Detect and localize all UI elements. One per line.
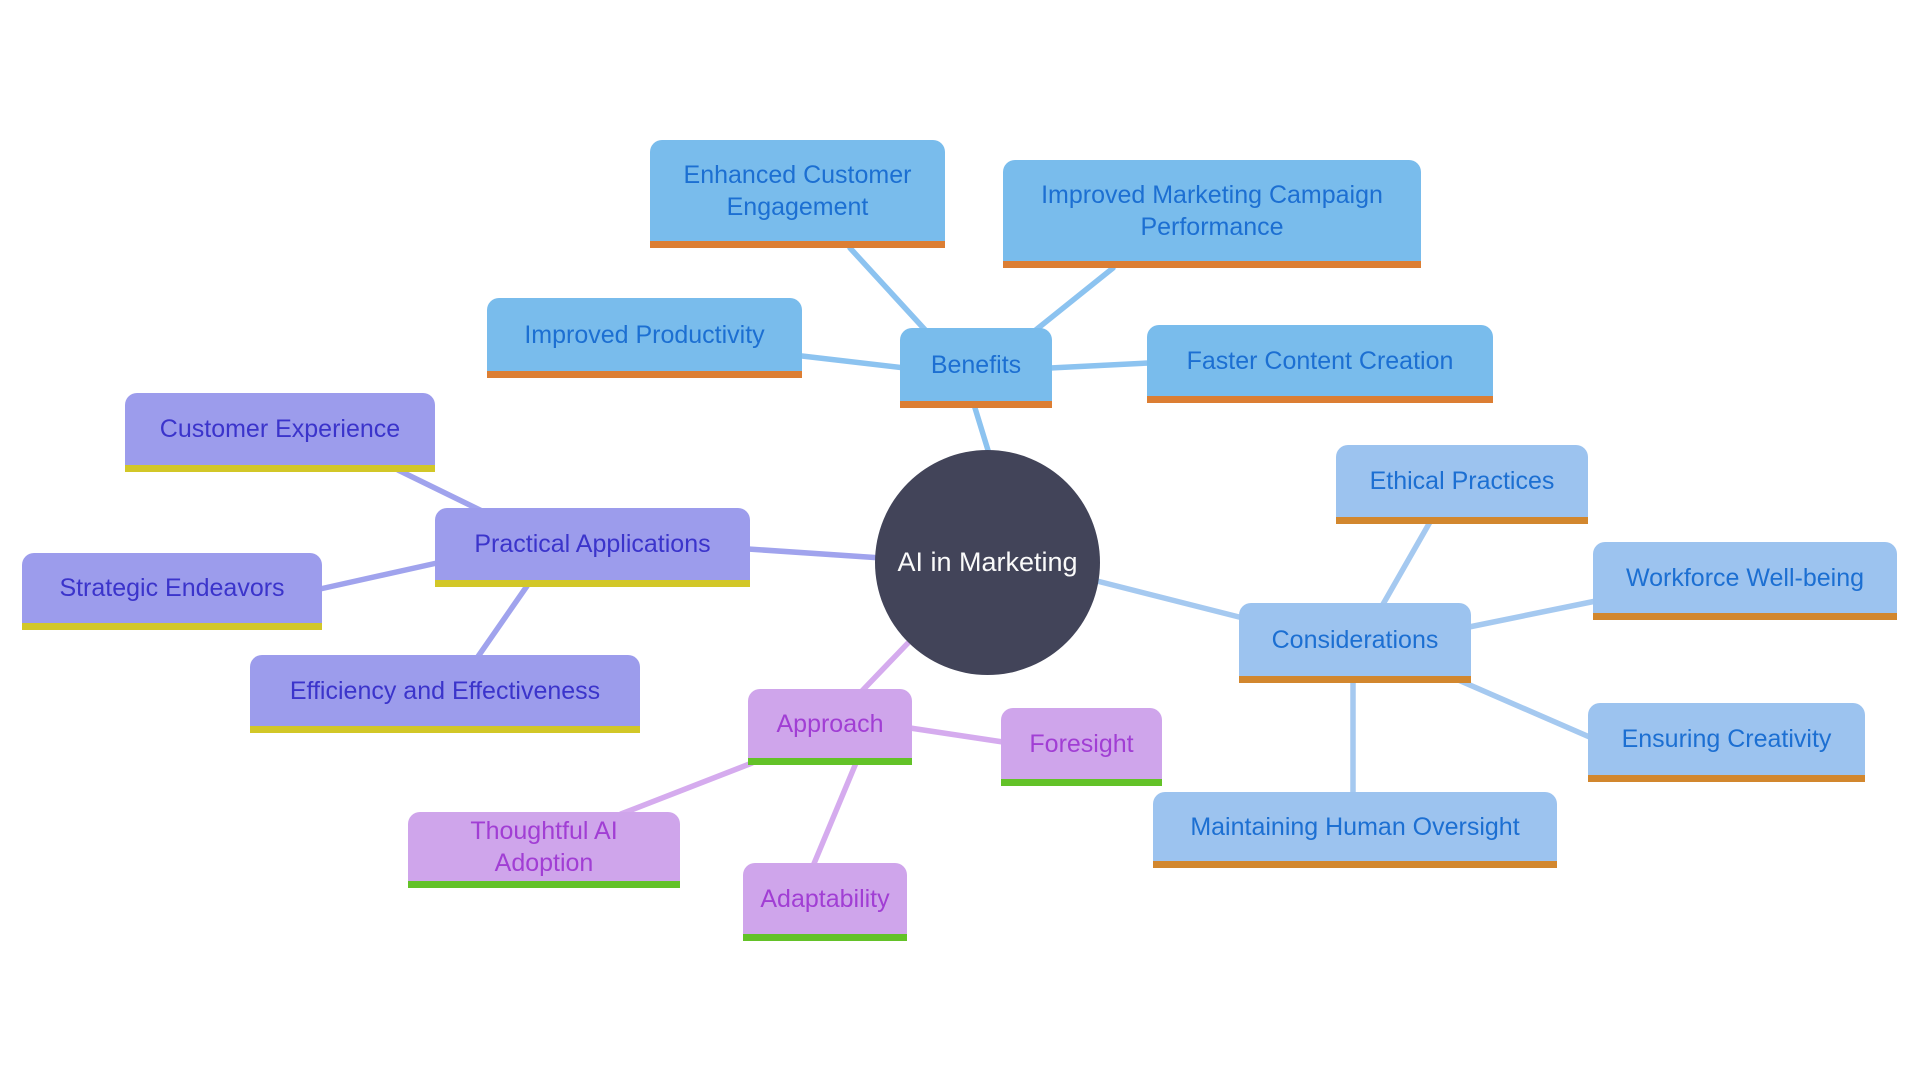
node-maintaining-human-oversight[interactable]: Maintaining Human Oversight [1153,792,1557,868]
edge-benefits-improved-productivity [799,353,908,371]
edge-practical-applications-customer-experience [395,467,487,515]
node-ensuring-creativity[interactable]: Ensuring Creativity [1588,703,1865,782]
edge-root-considerations [1094,578,1246,621]
edge-benefits-improved-marketing-campaign-performance [1029,265,1116,336]
node-faster-content-creation[interactable]: Faster Content Creation [1147,325,1493,403]
node-efficiency-and-effectiveness[interactable]: Efficiency and Effectiveness [250,655,640,733]
node-practical-applications[interactable]: Practical Applications [435,508,750,587]
edge-practical-applications-efficiency-and-effectiveness [474,583,530,661]
edge-benefits-enhanced-customer-engagement [847,245,931,336]
node-foresight[interactable]: Foresight [1001,708,1162,786]
node-benefits[interactable]: Benefits [900,328,1052,408]
edge-approach-thoughtful-ai-adoption [618,760,755,817]
edge-approach-foresight [907,725,1006,745]
edge-approach-adaptability [810,760,859,869]
edge-considerations-workforce-well-being [1466,598,1599,630]
edge-considerations-ethical-practices [1379,519,1433,609]
node-enhanced-customer-engagement[interactable]: Enhanced Customer Engagement [650,140,945,248]
node-considerations[interactable]: Considerations [1239,603,1471,683]
edge-benefits-faster-content-creation [1047,360,1152,371]
node-workforce-well-being[interactable]: Workforce Well-being [1593,542,1897,620]
node-improved-marketing-campaign-performance[interactable]: Improved Marketing Campaign Performance [1003,160,1421,268]
node-adaptability[interactable]: Adaptability [743,863,907,941]
node-root-ai-in-marketing[interactable]: AI in Marketing [875,450,1100,675]
edge-root-practical-applications [745,546,885,561]
node-thoughtful-ai-adoption[interactable]: Thoughtful AI Adoption [408,812,680,888]
node-ethical-practices[interactable]: Ethical Practices [1336,445,1588,524]
node-improved-productivity[interactable]: Improved Productivity [487,298,802,378]
node-approach[interactable]: Approach [748,689,912,765]
node-customer-experience[interactable]: Customer Experience [125,393,435,472]
edge-considerations-ensuring-creativity [1453,676,1604,745]
edge-practical-applications-strategic-endeavors [317,560,440,592]
edge-root-approach [858,640,911,695]
node-strategic-endeavors[interactable]: Strategic Endeavors [22,553,322,630]
